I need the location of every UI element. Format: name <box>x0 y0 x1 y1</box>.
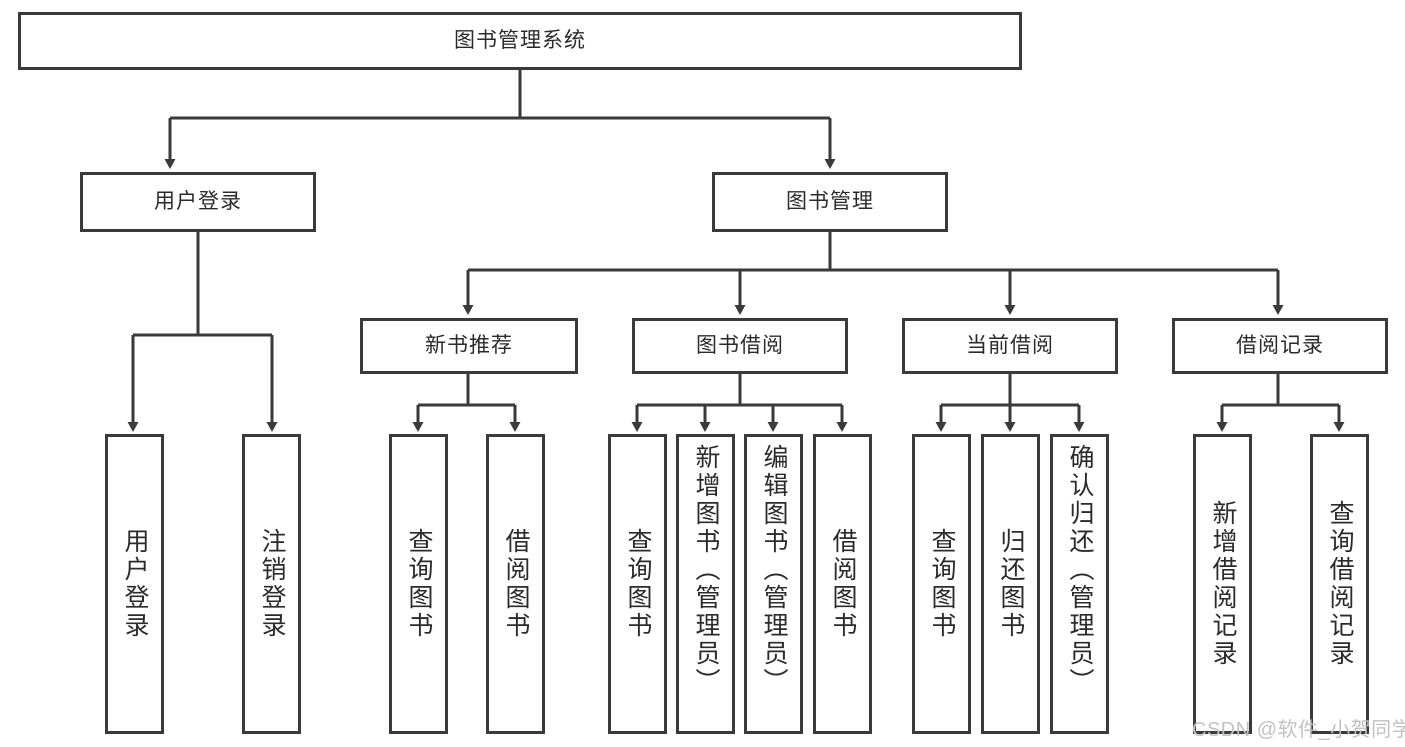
node-label: 当前借阅 <box>966 334 1054 358</box>
leaf-query-book-current[interactable]: 查询图书 <box>912 434 971 734</box>
leaf-user-login[interactable]: 用户登录 <box>105 434 164 734</box>
leaf-borrow-book[interactable]: 借阅图书 <box>813 434 872 734</box>
node-label: 查询图书 <box>928 528 956 640</box>
leaf-borrow-book-recommend[interactable]: 借阅图书 <box>486 434 545 734</box>
node-label: 借阅图书 <box>502 528 530 640</box>
node-label: 查询图书 <box>405 528 433 640</box>
node-label: 归还图书 <box>997 528 1025 640</box>
node-current-borrow[interactable]: 当前借阅 <box>902 318 1118 374</box>
node-label: 新增图书（管理员） <box>692 444 720 696</box>
node-label: 新书推荐 <box>425 334 513 358</box>
node-label: 图书借阅 <box>696 334 784 358</box>
node-label: 新增借阅记录 <box>1209 500 1237 668</box>
csdn-watermark: CSDN @软件_小贺同学 <box>1192 719 1405 741</box>
node-book-borrow[interactable]: 图书借阅 <box>632 318 848 374</box>
node-label: 用户登录 <box>121 528 149 640</box>
leaf-edit-book-admin[interactable]: 编辑图书（管理员） <box>744 434 803 734</box>
leaf-query-book-borrow[interactable]: 查询图书 <box>608 434 667 734</box>
node-user-login[interactable]: 用户登录 <box>80 172 316 232</box>
node-label: 用户登录 <box>154 190 242 214</box>
node-borrow-records[interactable]: 借阅记录 <box>1172 318 1388 374</box>
node-label: 图书管理系统 <box>454 29 586 53</box>
leaf-query-borrow-record[interactable]: 查询借阅记录 <box>1310 434 1369 734</box>
node-label: 查询借阅记录 <box>1326 500 1354 668</box>
node-root[interactable]: 图书管理系统 <box>18 12 1022 70</box>
leaf-add-borrow-record[interactable]: 新增借阅记录 <box>1193 434 1252 734</box>
leaf-query-book-recommend[interactable]: 查询图书 <box>389 434 448 734</box>
node-label: 编辑图书（管理员） <box>760 444 788 696</box>
node-label: 确认归还（管理员） <box>1066 444 1094 696</box>
node-book-management[interactable]: 图书管理 <box>712 172 948 232</box>
leaf-add-book-admin[interactable]: 新增图书（管理员） <box>676 434 735 734</box>
node-label: 图书管理 <box>786 190 874 214</box>
leaf-return-book[interactable]: 归还图书 <box>981 434 1040 734</box>
node-label: 查询图书 <box>624 528 652 640</box>
node-label: 注销登录 <box>258 528 286 640</box>
leaf-logout[interactable]: 注销登录 <box>242 434 301 734</box>
node-label: 借阅图书 <box>829 528 857 640</box>
leaf-confirm-return-admin[interactable]: 确认归还（管理员） <box>1050 434 1109 734</box>
node-new-book-recommend[interactable]: 新书推荐 <box>360 318 578 374</box>
node-label: 借阅记录 <box>1236 334 1324 358</box>
